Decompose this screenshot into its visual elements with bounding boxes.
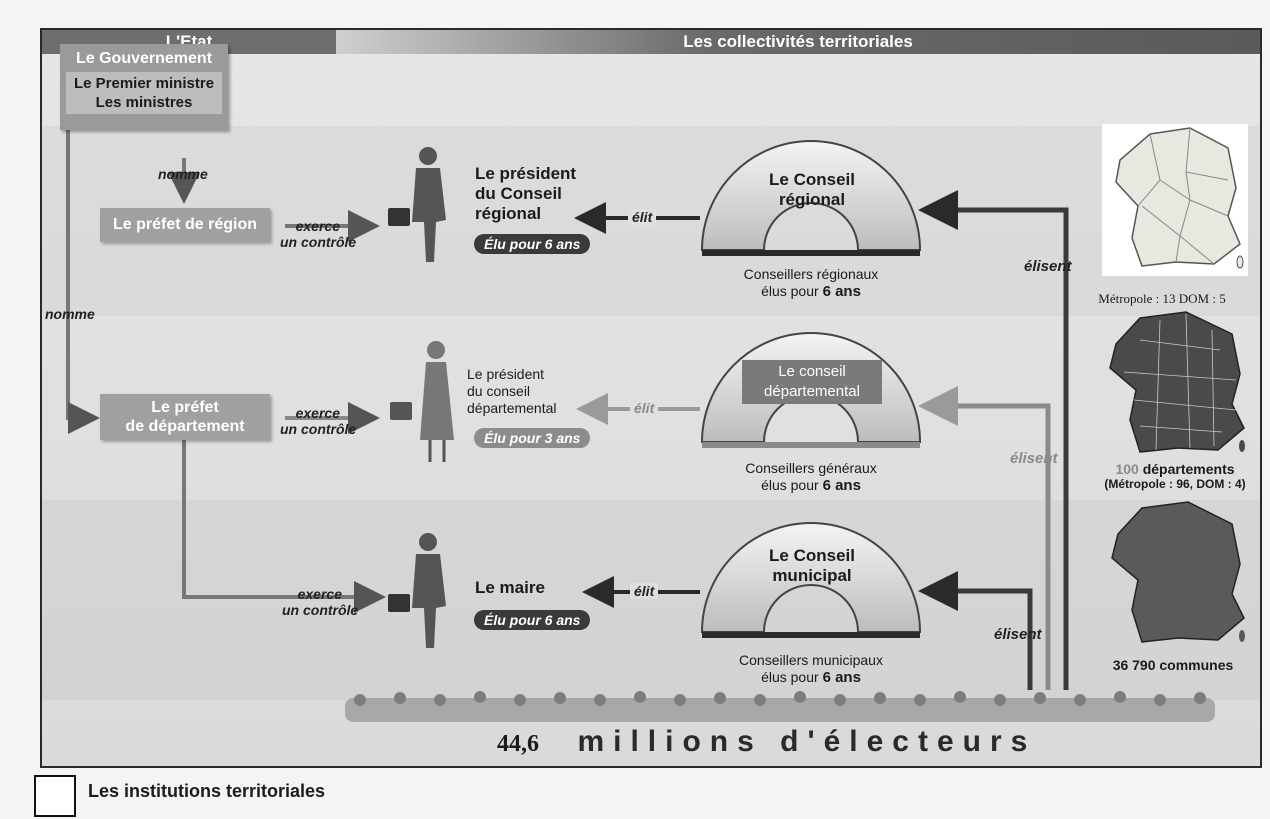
gouvernement-title: Le Gouvernement	[75, 50, 213, 67]
map-departements-caption: 100 départements (Métropole : 96, DOM : …	[1104, 461, 1246, 491]
voters-crowd	[345, 691, 1215, 722]
elisent-label-municipal: élisent	[994, 626, 1042, 643]
elisent-label-regional: élisent	[1024, 258, 1072, 275]
caption-checkbox-square	[34, 775, 76, 817]
electeurs-label: 44,6 millions d'électeurs	[497, 725, 1036, 759]
gouvernement-box: Le Gouvernement Le Premier ministre Les …	[60, 44, 228, 130]
mandat-departemental-badge: Élu pour 3 ans	[474, 428, 591, 448]
arrow-elisent-departemental	[918, 386, 1051, 690]
maire-figure	[388, 533, 446, 648]
electeurs-word: millions d'électeurs	[577, 725, 1037, 758]
map-departements	[1109, 311, 1245, 453]
map-communes-caption: 36 790 communes	[1112, 657, 1234, 673]
nomme-label-top: nomme	[158, 166, 208, 182]
dome-municipal	[700, 522, 922, 638]
caption-departemental: Conseillers généraux élus pour 6 ans	[745, 460, 877, 494]
header-collectivites: Les collectivités territoriales	[336, 30, 1260, 54]
prefet-departement-box: Le préfet de département	[100, 394, 270, 440]
maire-label: Le maire	[475, 578, 545, 597]
arrow-elisent-regional	[918, 190, 1069, 690]
gouvernement-members: Le Premier ministre Les ministres	[66, 72, 222, 114]
president-departemental-figure	[390, 341, 454, 462]
president-regional-figure	[388, 147, 446, 262]
electeurs-number: 44,6	[497, 731, 539, 757]
caption-regional: Conseillers régionaux élus pour 6 ans	[743, 266, 879, 300]
arrow-prefet-maire	[182, 440, 386, 613]
elit-label-municipal: élit	[630, 583, 659, 599]
arrow-nomme-prefet-dep	[66, 106, 100, 434]
elit-label-departemental: élit	[630, 400, 659, 416]
prefet-region-box: Le préfet de région	[100, 208, 270, 242]
elit-label-regional: élit	[628, 209, 657, 225]
dome-regional	[700, 140, 922, 256]
prefet-dep-line1: Le préfet	[151, 399, 219, 416]
arrow-elisent-municipal	[918, 571, 1033, 690]
mandat-maire-badge: Élu pour 6 ans	[474, 610, 591, 630]
map-regions-caption: Métropole : 13 DOM : 5	[1098, 291, 1226, 306]
map-communes	[1111, 501, 1245, 643]
prefet-dep-line2: de département	[125, 418, 245, 435]
ministres: Les ministres	[95, 94, 193, 111]
mandat-regional-badge: Élu pour 6 ans	[474, 234, 591, 254]
premier-ministre: Le Premier ministre	[73, 75, 215, 92]
elisent-label-departemental: élisent	[1010, 450, 1058, 467]
caption-municipal: Conseillers municipaux élus pour 6 ans	[739, 652, 883, 686]
nomme-label-left: nomme	[45, 306, 95, 322]
figure-title: Les institutions territoriales	[88, 781, 326, 801]
map-regions	[1102, 124, 1248, 276]
